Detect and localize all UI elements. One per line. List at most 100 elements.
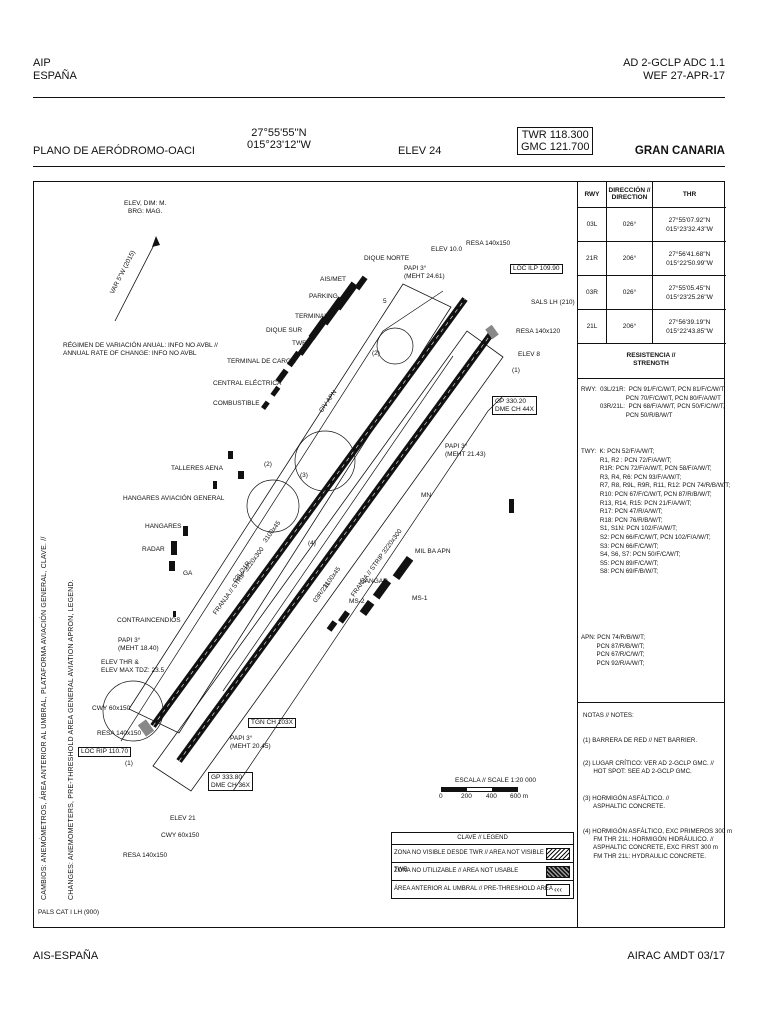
strength-title-en: STRENGTH — [633, 360, 669, 367]
header-aip: AIP — [33, 57, 51, 69]
thr-lat: 27°55'07.92''N — [668, 216, 711, 224]
threshold-table: RWY DIRECCIÓN // DIRECTION THR 03L 026° … — [578, 181, 726, 344]
notes-title: NOTAS // NOTES: — [583, 712, 634, 719]
military-buildings — [326, 499, 514, 632]
label-papi-18: PAPI 3° (MEHT 18.40) — [118, 637, 159, 652]
label-mn: MN — [421, 492, 432, 499]
label-pals: PALS CAT I LH (900) — [38, 909, 100, 916]
notes-divider — [577, 702, 725, 703]
label-terminal-carga: TERMINAL DE CARGA — [227, 358, 296, 365]
scale-tick-600: 600 m — [510, 793, 529, 800]
label-twr: TWR — [292, 340, 307, 347]
label-ms2: MS-2 — [349, 598, 365, 605]
aerodrome-lat: 27°55'55''N — [251, 127, 307, 139]
thr-lat: 27°56'39.19''N — [668, 318, 711, 326]
circle-apron-mid — [246, 479, 300, 533]
circle-apron-north — [294, 430, 356, 492]
strength-rwy: RWY: 03L/21R: PCN 91/F/C/W/T, PCN 81/F/C… — [581, 386, 726, 419]
label-elev21: ELEV 21 — [170, 815, 196, 822]
aerodrome-coordinates: 27°55'55''N 015°23'12''W — [247, 127, 311, 151]
header-effective-date: WEF 27-APR-17 — [643, 70, 725, 82]
title-rule — [33, 166, 725, 167]
scale-tick-400: 400 — [486, 793, 497, 800]
note-marker-4a: (4) — [308, 540, 316, 547]
label-elev8: ELEV 8 — [518, 351, 541, 358]
thr-lon: 015°23'32.43''W — [666, 225, 713, 233]
label-resa-r: RESA 140x120 — [516, 328, 561, 335]
scale-tick-0: 0 — [439, 793, 443, 800]
label-elev-thr: ELEV THR & ELEV MAX TDZ: 23.5 — [101, 659, 165, 674]
label-mil-apn: MIL BA APN — [415, 548, 451, 555]
col-rwy: RWY — [578, 181, 607, 208]
strength-twy: TWY: K: PCN 52/F/A/W/T; R1, R2 : PCN 72/… — [581, 448, 731, 576]
note-marker-2b: (2) — [264, 461, 272, 468]
chart-name: PLANO DE AERÓDROMO-OACI — [33, 145, 195, 157]
runway-03r-centreline — [178, 333, 492, 762]
header-right: AD 2-GCLP ADC 1.1 WEF 27-APR-17 — [623, 57, 725, 83]
label-contraincendios: CONTRAINCENDIOS — [117, 617, 181, 624]
strength-apn: APN: PCN 74/R/B/W/T; PCN 87/R/B/W/T; PCN… — [581, 634, 645, 667]
col-direction: DIRECCIÓN // DIRECTION — [606, 181, 653, 208]
taxiway-central — [222, 355, 454, 692]
changes-line-en: CHANGES: ANEMOMETERS, PRE-THRESHOLD AREA… — [68, 579, 75, 900]
legend-not-visible-text: ZONA NO VISIBLE DESDE TWR // AREA NOT VI… — [394, 850, 564, 873]
header-rule — [33, 97, 725, 98]
cell-dir: 206° — [606, 241, 653, 276]
label-tgn: TGN CH 103X — [248, 718, 296, 728]
strength-title-es: RESISTENCIA // — [626, 352, 676, 359]
label-papi-21: PAPI 3° (MEHT 21.43) — [445, 443, 486, 458]
label-loc-ilp: LOC ILP 109.90 — [510, 264, 563, 274]
note-marker-1b: (1) — [125, 760, 133, 767]
thr-lon: 015°23'25.26''W — [666, 293, 713, 301]
circle-apron-south — [102, 680, 164, 742]
cell-rwy: 03R — [578, 275, 607, 310]
label-ais-met: AIS/MET — [320, 276, 347, 283]
label-hangares: HANGARES — [145, 523, 182, 530]
label-sals: SALS LH (210) — [531, 299, 575, 306]
label-regimen: RÉGIMEN DE VARIACIÓN ANUAL: INFO NO AVBL… — [63, 342, 218, 357]
cell-dir: 206° — [606, 309, 653, 344]
threshold-hatch-03l — [137, 719, 155, 737]
label-combustible: COMBUSTIBLE — [213, 400, 260, 407]
label-talleres: TALLERES AENA — [171, 465, 223, 472]
label-loc-rip: LOC RIP 110.70 — [78, 747, 132, 757]
strength-divider — [577, 378, 725, 379]
legend-row-not-visible: ZONA NO VISIBLE DESDE TWR // AREA NOT VI… — [392, 845, 573, 873]
cell-rwy: 03L — [578, 207, 607, 242]
label-hangares-ag: HANGARES AVIACIÓN GENERAL — [123, 495, 225, 502]
label-resa-top: RESA 140x150 — [466, 240, 511, 247]
aerodrome-name: GRAN CANARIA — [634, 145, 725, 157]
legend-title: CLAVE // LEGEND — [392, 833, 573, 845]
legend-not-visible-swatch — [546, 848, 570, 860]
legend-box: CLAVE // LEGEND ZONA NO VISIBLE DESDE TW… — [391, 832, 574, 899]
note-marker-2a: (2) — [372, 350, 380, 357]
note-1: (1) BARRERA DE RED // NET BARRIER. — [583, 737, 698, 744]
twr-frequency: TWR 118.300 — [521, 129, 589, 141]
cell-dir: 026° — [606, 207, 653, 242]
label-gp-330: GP 330.20 DME CH 44X — [492, 396, 538, 415]
label-cwy-03: CWY 60x150 — [92, 705, 131, 712]
legend-row-pre-threshold: ÁREA ANTERIOR AL UMBRAL // PRE-THRESHOLD… — [392, 881, 573, 898]
north-arrow — [114, 240, 157, 322]
note-marker-1a: (1) — [512, 367, 520, 374]
label-papi-24: PAPI 3° (MEHT 24.61) — [404, 265, 445, 280]
thr-lat: 27°55'05.45''N — [668, 284, 711, 292]
runway-strip-left — [128, 283, 452, 734]
note-3: (3) HORMIGÓN ASFÁLTICO. // ASPHALTIC CON… — [583, 795, 670, 811]
label-radar: RADAR — [142, 546, 165, 553]
circle-north-end — [376, 327, 414, 365]
label-resa-21b: RESA 140x150 — [123, 852, 168, 859]
aerodrome-elevation: ELEV 24 — [398, 145, 442, 157]
label-ms1: MS-1 — [412, 595, 428, 602]
terminal-buildings — [169, 275, 368, 617]
label-parking: PARKING — [309, 293, 338, 300]
north-arrow-head — [152, 236, 160, 247]
label-dique-norte: DIQUE NORTE — [364, 255, 410, 262]
taxiway-east — [232, 395, 504, 792]
